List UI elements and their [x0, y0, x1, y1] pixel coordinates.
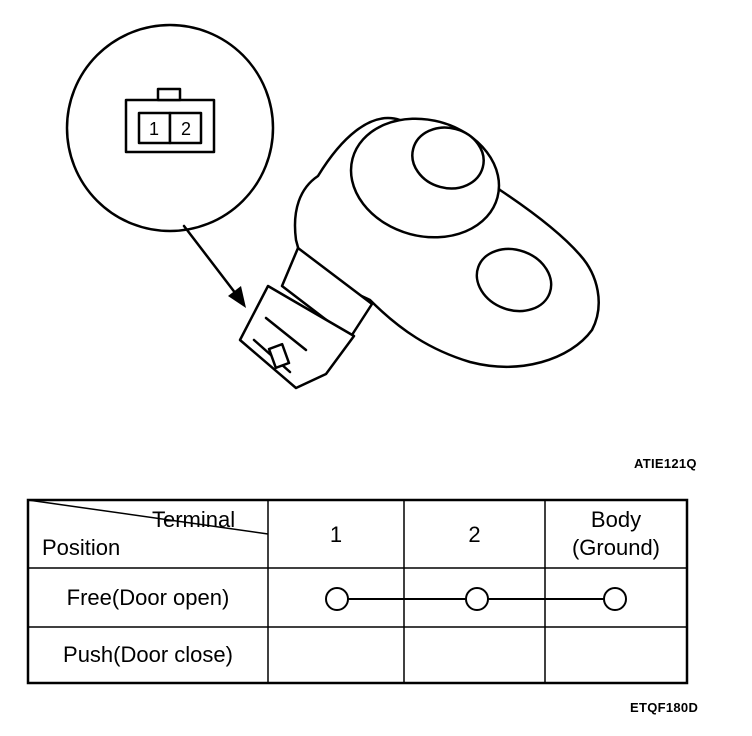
callout-arrow-line: [182, 224, 238, 296]
connector-latch: [156, 87, 182, 102]
table-code: ETQF180D: [630, 700, 699, 715]
header-diagonal-line: [27, 499, 269, 535]
connector-pin-2-box: [168, 111, 203, 145]
row-label-free: Free(Door open): [66, 585, 230, 610]
connector-pin-1-label: 1: [149, 119, 159, 139]
column-header-2: 2: [468, 522, 481, 547]
mounting-hole: [475, 247, 553, 313]
illustration-code: ATIE121Q: [634, 456, 697, 471]
column-header-ground: (Ground): [571, 535, 661, 560]
table-border: [26, 498, 689, 685]
column-header-body: Body: [590, 507, 642, 532]
header-terminal-label: Terminal: [152, 507, 236, 532]
header-position-label: Position: [42, 535, 121, 560]
continuity-node-2: [465, 587, 489, 611]
callout-arrow-head: [228, 286, 246, 308]
row-label-push: Push(Door close): [63, 642, 233, 667]
switch-plunger: [411, 126, 485, 190]
continuity-node-1: [325, 587, 349, 611]
continuity-node-body: [603, 587, 627, 611]
connector-window: [267, 342, 291, 370]
door-switch-illustration: 1 2: [65, 23, 600, 390]
column-header-1: 1: [329, 522, 343, 547]
switch-connector: [238, 284, 356, 390]
connector-pin-2-label: 2: [181, 119, 191, 139]
